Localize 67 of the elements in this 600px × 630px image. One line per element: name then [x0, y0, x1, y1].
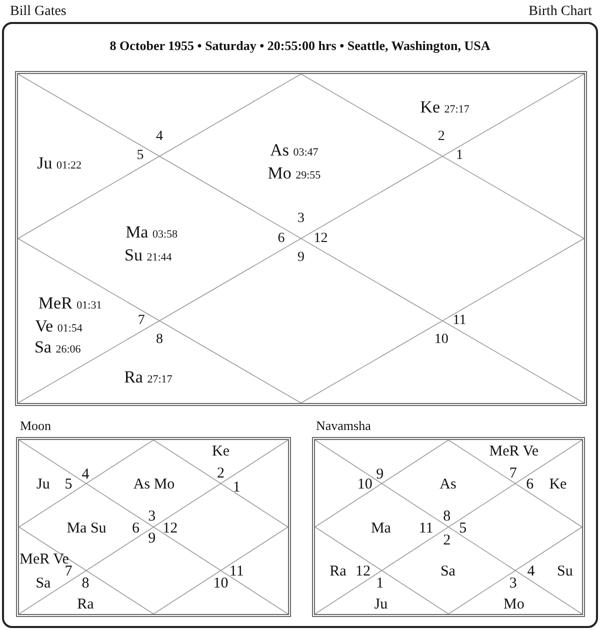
planet-label: MeR 01:31 — [38, 294, 102, 312]
planet-label: Ma — [370, 521, 391, 536]
house-number: 7 — [138, 314, 145, 328]
planet-label: Ve 01:54 — [35, 317, 82, 334]
planet-label: MeR Ve — [489, 444, 539, 460]
chart-heading: Navamsha — [316, 418, 371, 434]
house-number: 8 — [156, 333, 163, 348]
planet-label: Ke 27:17 — [420, 98, 470, 116]
planet-label: Sa 26:06 — [34, 338, 81, 356]
planet-label: Ra — [330, 564, 346, 580]
house-number: 10 — [213, 576, 228, 592]
house-number: 8 — [82, 576, 90, 592]
house-number: 9 — [376, 467, 384, 482]
planet-label: Ju 01:22 — [37, 154, 82, 172]
birth-details: 8 October 1955 • Saturday • 20:55:00 hrs • Seattle, Washington, USA — [108, 38, 492, 54]
planet-label: Sa — [36, 576, 51, 592]
house-number: 9 — [148, 532, 156, 547]
house-number: 8 — [443, 509, 451, 524]
planet-label: Mo 29:55 — [268, 164, 321, 182]
planet-label: Ra — [77, 598, 94, 613]
planet-label: Ke — [549, 478, 567, 493]
house-number: 1 — [232, 480, 240, 496]
house-number: 10 — [357, 478, 372, 493]
planet-label: Ra 27:17 — [124, 368, 172, 386]
planet-label: As 03:47 — [270, 141, 318, 158]
chart-caption: Birth Chart — [528, 4, 592, 20]
planet-label: Mo — [503, 598, 524, 613]
planet-label: Ma 03:58 — [126, 223, 178, 240]
planet-label: Su — [556, 564, 573, 580]
house-number: 7 — [509, 466, 517, 482]
chart-card — [2, 22, 598, 628]
house-number: 4 — [156, 130, 163, 144]
house-number: 1 — [456, 149, 463, 164]
planet-label: Su 21:44 — [124, 246, 172, 264]
planet-label: As Mo — [133, 478, 175, 493]
planet-label: Ke — [212, 444, 230, 460]
house-number: 11 — [229, 564, 244, 580]
chart-heading: Moon — [20, 418, 52, 434]
planet-label: Ma Su — [66, 521, 106, 536]
house-number: 11 — [418, 521, 434, 536]
planet-label: As — [440, 478, 456, 493]
planet-label: Ju — [36, 478, 50, 493]
house-number: 10 — [434, 333, 448, 348]
house-number: 6 — [526, 478, 534, 493]
house-number: 5 — [136, 149, 144, 164]
house-number: 3 — [509, 576, 517, 592]
house-number: 7 — [64, 564, 72, 580]
house-number: 4 — [527, 564, 535, 580]
house-number: 1 — [376, 576, 384, 592]
house-number: 5 — [459, 521, 467, 536]
house-number: 6 — [278, 232, 285, 246]
house-number: 5 — [64, 478, 72, 493]
house-number: 6 — [132, 521, 140, 536]
house-number: 2 — [443, 533, 451, 548]
chart-caption: Bill Gates — [10, 4, 66, 20]
house-number: 9 — [298, 251, 304, 266]
house-number: 4 — [82, 467, 90, 482]
house-number: 12 — [356, 564, 371, 580]
house-number: 2 — [217, 466, 224, 482]
house-number: 3 — [148, 509, 156, 524]
house-number: 11 — [452, 314, 466, 328]
house-number: 12 — [162, 521, 178, 536]
planet-label: Ju — [374, 598, 388, 613]
house-number: 3 — [298, 212, 304, 226]
house-number: 12 — [314, 232, 328, 246]
planet-label: Sa — [440, 564, 456, 580]
house-number: 2 — [438, 130, 445, 144]
